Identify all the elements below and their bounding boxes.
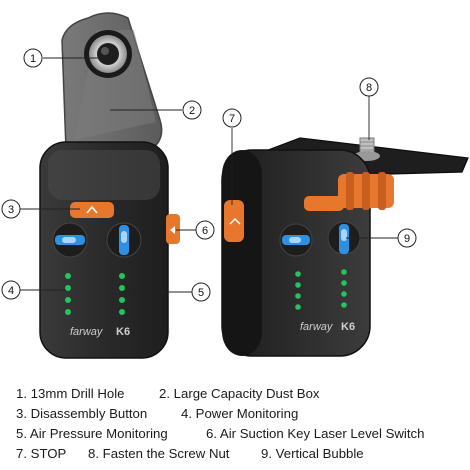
- callout-6: 6: [195, 220, 215, 240]
- front-model: K6: [116, 326, 130, 338]
- legend-item: 2. Large Capacity Dust Box: [159, 386, 320, 401]
- legend-row: 1. 13mm Drill Hole 2. Large Capacity Dus…: [16, 384, 466, 404]
- svg-text:9: 9: [404, 233, 410, 245]
- stop-button[interactable]: [304, 196, 344, 211]
- front-view-device: farway K6: [39, 12, 180, 359]
- legend-item: 5. Air Pressure Monitoring: [16, 426, 168, 441]
- legend-row: 7. STOP 8. Fasten the Screw Nut 9. Verti…: [16, 444, 466, 464]
- svg-text:1: 1: [30, 53, 36, 65]
- legend-item: 4. Power Monitoring: [181, 406, 299, 421]
- side-view-device: farway K6: [221, 137, 469, 357]
- power-leds: [65, 273, 71, 315]
- callout-markers: 1 2 3 4 5 6 7 8 9: [1, 48, 417, 302]
- callout-3: 3: [1, 199, 21, 219]
- side-pressure-leds: [341, 269, 347, 308]
- legend-row: 5. Air Pressure Monitoring 6. Air Suctio…: [16, 424, 466, 444]
- feature-legend: 1. 13mm Drill Hole 2. Large Capacity Dus…: [16, 384, 466, 464]
- callout-8: 8: [359, 77, 379, 97]
- svg-text:4: 4: [8, 285, 14, 297]
- pressure-leds: [119, 273, 125, 315]
- legend-item: 3. Disassembly Button: [16, 406, 148, 421]
- svg-text:8: 8: [366, 82, 372, 94]
- legend-item: 8. Fasten the Screw Nut: [88, 446, 230, 461]
- svg-text:5: 5: [198, 287, 204, 299]
- side-logo: farway: [300, 321, 334, 333]
- svg-text:7: 7: [229, 113, 235, 125]
- legend-item: 6. Air Suction Key Laser Level Switch: [206, 426, 425, 441]
- callout-1: 1: [23, 48, 43, 68]
- legend-item: 7. STOP: [16, 446, 67, 461]
- callout-9: 9: [397, 228, 417, 248]
- svg-text:2: 2: [189, 105, 195, 117]
- callout-2: 2: [182, 100, 202, 120]
- svg-text:6: 6: [202, 225, 208, 237]
- side-power-leds: [295, 271, 301, 310]
- callout-leaders: [20, 57, 398, 293]
- callout-4: 4: [1, 280, 21, 300]
- fasten-nut-knob[interactable]: [338, 172, 394, 210]
- legend-row: 3. Disassembly Button 4. Power Monitorin…: [16, 404, 466, 424]
- callout-7: 7: [222, 108, 242, 128]
- front-logo: farway: [70, 326, 104, 338]
- side-model: K6: [341, 321, 355, 333]
- disassembly-button[interactable]: [70, 202, 114, 218]
- legend-item: 1. 13mm Drill Hole: [16, 386, 125, 401]
- svg-text:3: 3: [8, 204, 14, 216]
- legend-item: 9. Vertical Bubble: [261, 446, 364, 461]
- callout-5: 5: [191, 282, 211, 302]
